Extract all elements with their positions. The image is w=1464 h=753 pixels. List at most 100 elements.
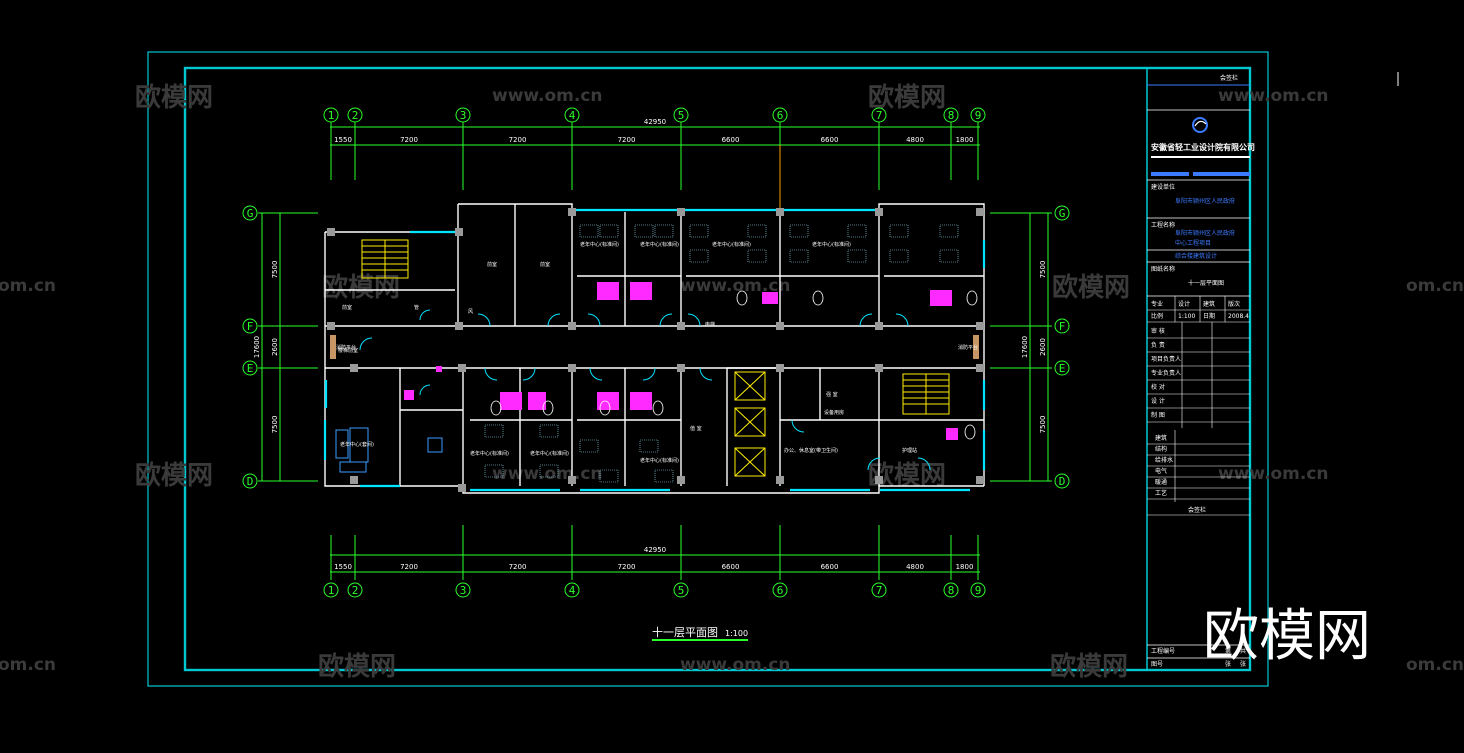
axis-bubble	[242, 473, 258, 489]
tb-sign-row: 电气	[1155, 467, 1167, 475]
tb-role: 审 核	[1151, 327, 1165, 335]
axis-label: 8	[948, 584, 955, 597]
room-label: 护理站	[902, 447, 917, 454]
dimension-text: 1550	[334, 563, 352, 571]
dimension-text: 7200	[509, 563, 527, 571]
axis-bubble	[455, 107, 471, 123]
axis-bubble	[970, 107, 986, 123]
tb-footer-5: 张	[1225, 660, 1231, 668]
axis-label: 6	[777, 109, 784, 122]
watermark: 欧模网	[318, 651, 396, 682]
tb-bottom-label: 会签栏	[1188, 506, 1206, 514]
axis-label: 9	[975, 109, 982, 122]
room-label: 前室	[487, 261, 497, 268]
axis-label: 7	[876, 584, 883, 597]
top-dimension-chain	[330, 122, 980, 190]
axis-label: 2	[352, 584, 359, 597]
axis-bubble	[1054, 473, 1070, 489]
axis-label: 5	[678, 109, 685, 122]
room-label: 值 室	[690, 425, 702, 432]
tb-sign-row: 工艺	[1155, 489, 1167, 497]
outer-frame	[147, 51, 1269, 687]
axis-label: F	[1059, 320, 1066, 333]
watermark: 欧模网	[135, 460, 213, 491]
dimension-text: 4800	[906, 563, 924, 571]
axis-label: 9	[975, 584, 982, 597]
axis-label: 5	[678, 584, 685, 597]
tb-role: 项目负责人	[1151, 355, 1181, 363]
dimension-text: 7200	[400, 136, 418, 144]
side-dimension-chains	[258, 212, 1052, 482]
axis-bubble	[943, 582, 959, 598]
tb-cell: 1:100	[1178, 313, 1195, 320]
dimension-text: 4800	[906, 136, 924, 144]
watermark: 欧模网	[1052, 272, 1130, 303]
axis-bubble	[242, 205, 258, 221]
drawing-scale: 1:100	[725, 629, 748, 638]
dimension-text: 6600	[821, 136, 839, 144]
axis-label: 3	[460, 584, 467, 597]
room-label: 老年中心(标准间)	[530, 450, 569, 457]
axis-label: G	[247, 207, 254, 220]
tb-footer-3: 张	[1240, 660, 1246, 668]
tb-sign-row: 结构	[1155, 445, 1167, 453]
tb-footer-1: 图号	[1151, 661, 1163, 668]
axis-bubble	[970, 582, 986, 598]
room-label: 楼梯前室	[338, 347, 358, 354]
tb-role: 制 图	[1151, 411, 1165, 419]
watermark: www.om.cn	[680, 655, 791, 675]
watermark-large: 欧模网	[1203, 604, 1371, 669]
dimension-text: 7500	[1039, 416, 1047, 434]
left-balcony	[330, 335, 336, 359]
dimension-text: 6600	[821, 563, 839, 571]
axis-bubble	[347, 582, 363, 598]
axis-label: 7	[876, 109, 883, 122]
axis-label: 1	[328, 584, 335, 597]
tb-role: 负 责	[1151, 341, 1165, 349]
axis-label: 4	[569, 584, 576, 597]
dimension-text: 7500	[271, 416, 279, 434]
watermark: www.om.cn	[1218, 86, 1329, 106]
watermark: 欧模网	[322, 272, 400, 303]
title-block: 会签栏 安徽省轻工业设计院有限公司 建设单位 阜阳市颍州区人民政府 工程名称 阜…	[1147, 74, 1255, 668]
axis-bubble	[772, 107, 788, 123]
company-logo	[1192, 117, 1208, 133]
tb-cell: 2008.4	[1228, 313, 1249, 320]
tb-footer-0: 工程编号	[1151, 647, 1175, 655]
dimension-text: 1800	[956, 563, 974, 571]
tb-footer-2: 共	[1240, 647, 1246, 655]
dimension-text: 6600	[722, 563, 740, 571]
tb-project-line1: 阜阳市颍州区人民政府	[1175, 229, 1235, 237]
axis-bubble	[242, 360, 258, 376]
axis-bubble	[564, 107, 580, 123]
axis-bubble	[871, 107, 887, 123]
room-label: 老年中心(标准间)	[712, 241, 751, 248]
room-labels: 前室管风楼梯前室前室前室老年中心(标准间)老年中心(标准间)老年中心(标准间)老…	[336, 241, 978, 464]
tb-project-label: 工程名称	[1151, 221, 1175, 229]
tb-drawing-name: 十一层平面图	[1188, 279, 1224, 287]
room-label: 消防平台	[958, 344, 978, 351]
axis-label: F	[247, 320, 254, 333]
dimension-text: 7500	[271, 261, 279, 279]
drawing-title: 十一层平面图	[652, 625, 718, 639]
axis-bubble	[455, 582, 471, 598]
axis-label: 6	[777, 584, 784, 597]
tb-builder-label: 建设单位	[1151, 183, 1175, 191]
axis-bubble	[323, 582, 339, 598]
room-label: 设备用房	[824, 409, 844, 416]
tb-sign-row: 建筑	[1155, 434, 1167, 442]
dimension-text: 7200	[509, 136, 527, 144]
tb-company: 安徽省轻工业设计院有限公司	[1151, 142, 1255, 152]
room-label: 风	[468, 309, 473, 315]
room-label: 电梯	[705, 321, 715, 328]
dimension-text: 7200	[618, 136, 636, 144]
tb-project-line3: 综合楼建筑设计	[1175, 252, 1217, 260]
axis-label: E	[1059, 362, 1066, 375]
watermark: 欧模网	[135, 82, 213, 113]
axis-label: D	[1059, 475, 1066, 488]
bottom-dimension-chain	[330, 525, 980, 580]
dimension-text: 7200	[618, 563, 636, 571]
